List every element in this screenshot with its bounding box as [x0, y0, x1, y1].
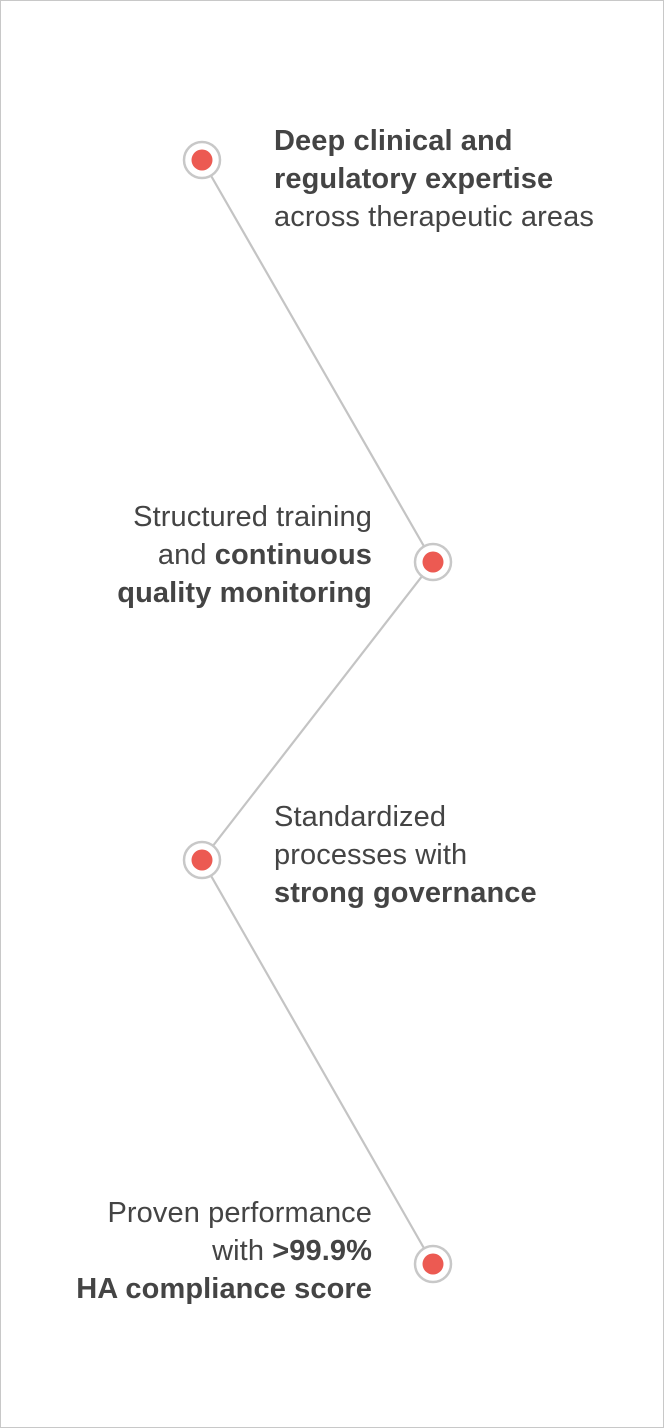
item-4-line-3-bold: HA compliance score: [76, 1273, 372, 1305]
item-text-3: Standardized processes with strong gover…: [274, 798, 537, 912]
item-2-line-1: Structured training: [117, 498, 372, 536]
item-1-line-1: Deep clinical and: [274, 122, 594, 160]
item-2-line-1-regular: Structured training: [133, 501, 372, 533]
item-3-line-3: strong governance: [274, 874, 537, 912]
item-text-2: Structured training and continuous quali…: [117, 498, 372, 612]
item-2-line-2-regular: and: [157, 539, 215, 571]
connector-line: [200, 159, 435, 1265]
item-1-line-1-bold: Deep clinical and: [274, 125, 513, 157]
item-1-line-2: regulatory expertise: [274, 160, 594, 198]
item-text-1: Deep clinical and regulatory expertise a…: [274, 122, 594, 236]
item-3-line-2: processes with: [274, 836, 537, 874]
item-4-line-2-bold: >99.9%: [272, 1235, 372, 1267]
item-3-line-3-bold: strong governance: [274, 877, 537, 909]
item-2-line-2-bold: continuous: [214, 539, 372, 571]
item-4-line-3: HA compliance score: [76, 1270, 372, 1308]
item-4-line-2: with >99.9%: [76, 1232, 372, 1270]
item-1-line-3: across therapeutic areas: [274, 198, 594, 236]
item-1-line-2-bold: regulatory expertise: [274, 163, 554, 195]
timeline-node-2: [413, 542, 453, 582]
item-4-line-2-regular: with: [212, 1235, 273, 1267]
item-4-line-1: Proven performance: [76, 1194, 372, 1232]
timeline-node-1: [182, 140, 222, 180]
item-2-line-2: and continuous: [117, 536, 372, 574]
item-2-line-3: quality monitoring: [117, 574, 372, 612]
timeline-node-4: [413, 1244, 453, 1284]
item-3-line-1: Standardized: [274, 798, 537, 836]
item-1-line-3-regular: across therapeutic areas: [274, 201, 594, 233]
timeline-node-3: [182, 840, 222, 880]
item-3-line-2-regular: processes with: [274, 839, 468, 871]
item-3-line-1-regular: Standardized: [274, 801, 447, 833]
item-text-4: Proven performance with >99.9% HA compli…: [76, 1194, 372, 1308]
item-4-line-1-regular: Proven performance: [107, 1197, 372, 1229]
item-2-line-3-bold: quality monitoring: [117, 577, 372, 609]
